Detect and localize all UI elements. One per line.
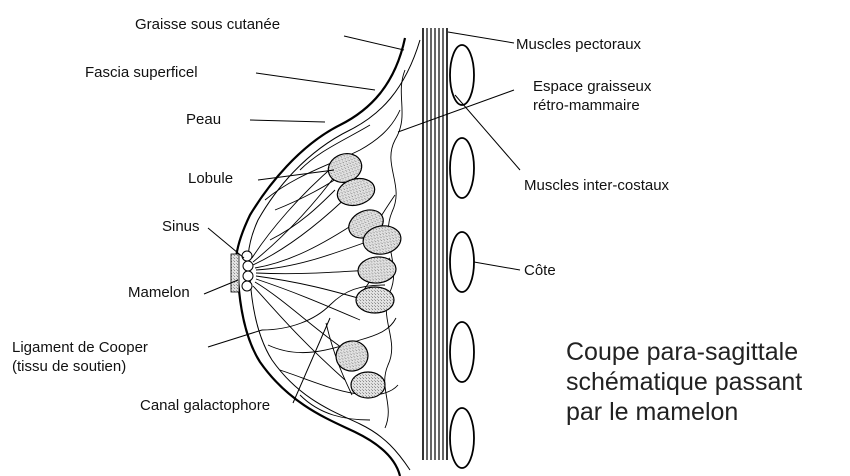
label-canal-galactophore: Canal galactophore [140,397,270,415]
label-lobule: Lobule [188,170,233,188]
lobule [334,338,371,373]
chest-wall [422,28,448,460]
label-retro-mammaire: rétro-mammaire [533,97,640,115]
fascia-line [248,40,420,470]
label-sinus: Sinus [162,218,200,236]
caption-line-2: schématique passant [566,367,802,397]
lobule [351,372,385,398]
sinus [243,271,253,281]
rib [450,408,474,468]
label-fascia-superficiel: Fascia superficel [85,64,198,82]
lobules [324,149,403,398]
label-peau: Peau [186,111,221,129]
rib [450,138,474,198]
lobule [356,287,394,313]
label-mamelon: Mamelon [128,284,190,302]
rib [450,45,474,105]
label-cote: Côte [524,262,556,280]
sinuses [242,251,253,291]
label-graisse-sous-cutanee: Graisse sous cutanée [135,16,280,34]
sinus [242,251,252,261]
caption-line-1: Coupe para-sagittale [566,337,798,367]
caption-line-3: par le mamelon [566,397,738,427]
label-espace-graisseux: Espace graisseux [533,78,651,96]
label-ligament-cooper: Ligament de Cooper [12,339,148,357]
lobule [357,255,397,284]
label-muscles-intercostaux: Muscles inter-costaux [524,177,669,195]
label-tissu-soutien: (tissu de soutien) [12,358,126,376]
label-muscles-pectoraux: Muscles pectoraux [516,36,641,54]
nipple [231,254,239,292]
sinus [242,281,252,291]
sinus [243,261,253,271]
rib [450,322,474,382]
rib [450,232,474,292]
